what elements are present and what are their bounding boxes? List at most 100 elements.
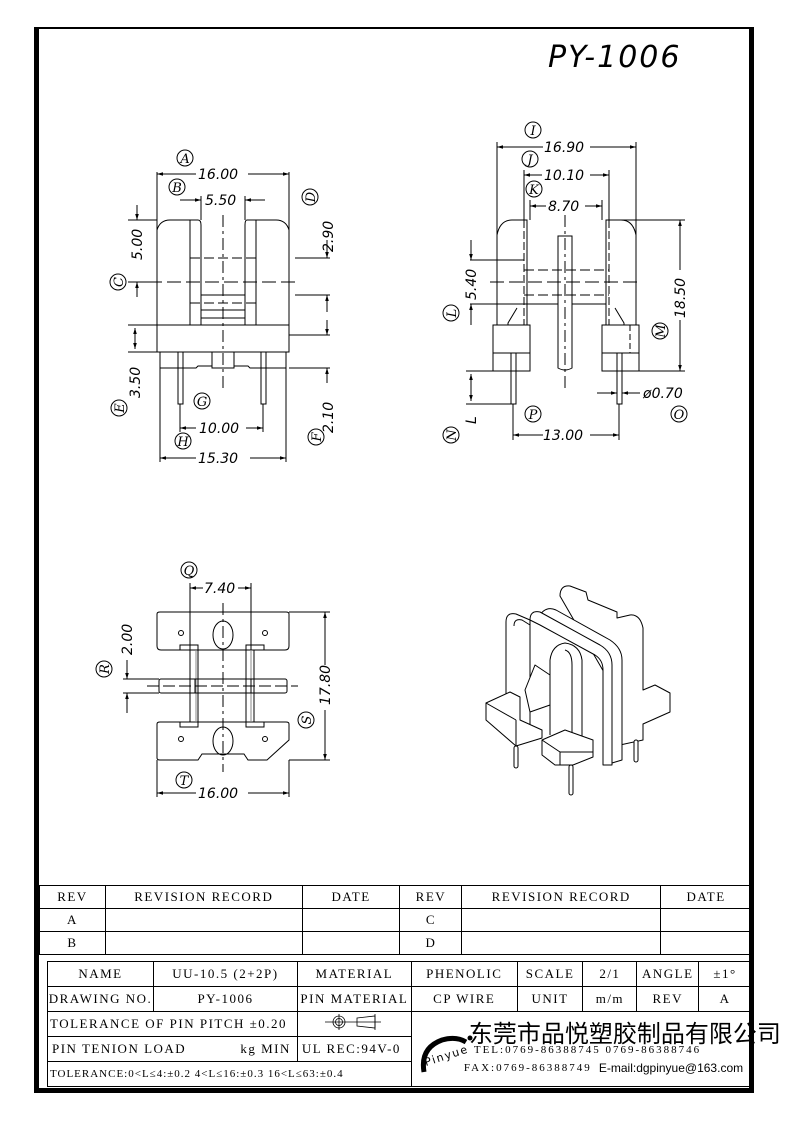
bubble-letter: M	[654, 324, 669, 339]
dim-n-value: L	[464, 416, 480, 424]
material-value: PHENOLIC	[410, 961, 518, 987]
pin-pitch-tolerance: TOLERANCE OF PIN PITCH ±0.20	[47, 1011, 298, 1037]
revision-record-header: REVISION RECORD	[461, 885, 662, 909]
bubble-circle	[95, 660, 113, 678]
bubble-circle	[521, 150, 539, 168]
dim-l-value: 5.40	[464, 269, 480, 300]
scale-label: SCALE	[516, 961, 584, 987]
pin-tension-unit: kg MIN	[240, 1041, 291, 1056]
record-cell	[104, 931, 303, 955]
front-right-flange	[244, 219, 290, 325]
name-label: NAME	[47, 961, 154, 987]
dim-k-value: 8.70	[548, 199, 579, 215]
bubble-label-r: R	[95, 660, 113, 678]
rev-header: REV	[39, 885, 106, 909]
bubble-label-a: A	[176, 149, 194, 167]
revision-record-header: REVISION RECORD	[104, 885, 303, 909]
bubble-circle	[442, 426, 460, 444]
dim-e-value: 3.50	[128, 367, 144, 398]
bubble-label-c: C	[109, 273, 127, 291]
dim-q-value: 7.40	[204, 581, 235, 597]
bubble-circle	[442, 304, 460, 322]
projection-symbol-icon	[325, 1014, 382, 1030]
record-cell	[461, 908, 662, 932]
drawing-no-label: DRAWING NO.	[47, 986, 154, 1012]
drawing-no-value: PY-1006	[152, 986, 298, 1012]
bubble-circle	[525, 180, 543, 198]
revision-table: REV REVISION RECORD DATE REV REVISION RE…	[39, 885, 752, 955]
record-cell	[104, 908, 303, 932]
bubble-label-i: I	[524, 121, 542, 139]
name-value: UU-10.5 (2+2P)	[152, 961, 298, 987]
technical-drawing: 16.00 5.50 5.00 2.90 3.50 2.10 10.00 15.…	[95, 121, 689, 802]
bubble-label-t: T	[175, 771, 193, 789]
bubble-circle	[297, 711, 315, 729]
bubble-circle	[524, 121, 542, 139]
bubble-letter: C	[112, 277, 127, 287]
dim-o-value: ø0.70	[642, 386, 683, 402]
bubble-label-n: N	[442, 426, 460, 444]
bubble-circle	[109, 273, 127, 291]
pin-tension-row: PIN TENION LOAD kg MIN	[47, 1036, 298, 1062]
bubble-circle	[193, 392, 211, 410]
date-cell	[301, 908, 401, 932]
table-row: A C	[39, 908, 752, 932]
bubble-circle	[670, 405, 688, 423]
bubble-letter: D	[304, 191, 319, 203]
angle-label: ANGLE	[636, 961, 700, 987]
bubble-label-b: B	[168, 178, 186, 196]
bubble-label-g: G	[193, 392, 211, 410]
rev-header: REV	[399, 885, 463, 909]
title-block: NAME UU-10.5 (2+2P) MATERIAL PHENOLIC SC…	[47, 961, 781, 1087]
bubble-letter: B	[171, 181, 182, 196]
bubble-circle	[168, 178, 186, 196]
general-tolerance: TOLERANCE:0<L≤4:±0.2 4<L≤16:±0.3 16<L≤63…	[47, 1061, 412, 1087]
bubble-circle	[110, 399, 128, 417]
rev-label: REV	[636, 986, 700, 1012]
bubble-circle	[176, 149, 194, 167]
dim-s-value: 17.80	[318, 665, 334, 705]
dim-i-value: 16.90	[544, 140, 584, 156]
dim-d-value: 2.90	[321, 221, 337, 252]
rev-cell: C	[399, 908, 463, 932]
bubble-circle	[174, 432, 192, 450]
bubble-letter: E	[113, 403, 128, 414]
pinyue-logo-icon: Pinyue	[420, 1035, 473, 1073]
bubble-letter: G	[197, 395, 207, 410]
front-view	[128, 172, 330, 462]
dim-h-value: 15.30	[198, 451, 238, 467]
dim-j-value: 10.10	[544, 168, 584, 184]
bubble-label-e: E	[110, 399, 128, 417]
bubble-circle	[524, 405, 542, 423]
bubble-letter: F	[310, 432, 325, 443]
bubble-label-j: J	[521, 150, 539, 168]
date-cell	[301, 931, 401, 955]
rev-cell: B	[39, 931, 106, 955]
bubble-letter: L	[445, 309, 460, 319]
bubble-label-k: K	[525, 180, 543, 198]
bubble-letter: O	[674, 408, 685, 423]
dim-p-value: 13.00	[543, 428, 583, 444]
front-left-flange	[156, 219, 202, 325]
unit-label: UNIT	[516, 986, 584, 1012]
company-tel: TEL:0769-86388745 0769-86388746	[473, 1044, 702, 1056]
bubble-letter: P	[528, 408, 538, 423]
company-fax: FAX:0769-86388749	[463, 1062, 592, 1074]
drawing-title: PY-1006	[548, 40, 682, 75]
ul-rec: UL REC:94V-0	[296, 1036, 412, 1062]
record-cell	[461, 931, 662, 955]
bubble-letter: Q	[184, 564, 195, 579]
date-cell	[660, 931, 752, 955]
bubble-letter: I	[529, 124, 536, 139]
bottom-view	[123, 583, 330, 797]
bubble-label-m: M	[651, 322, 669, 340]
bubble-letter: A	[179, 152, 189, 167]
rev-cell: A	[39, 908, 106, 932]
bubble-letter: K	[528, 183, 540, 198]
bubble-letter: S	[300, 715, 315, 724]
bubble-label-q: Q	[180, 561, 198, 579]
bubble-label-l: L	[442, 304, 460, 322]
revision-header-row: REV REVISION RECORD DATE REV REVISION RE…	[39, 885, 752, 909]
company-info: Pinyue 东莞市品悦塑胶制品有限公司 TEL:0769-86388745 0…	[410, 1011, 781, 1087]
date-header: DATE	[660, 885, 752, 909]
